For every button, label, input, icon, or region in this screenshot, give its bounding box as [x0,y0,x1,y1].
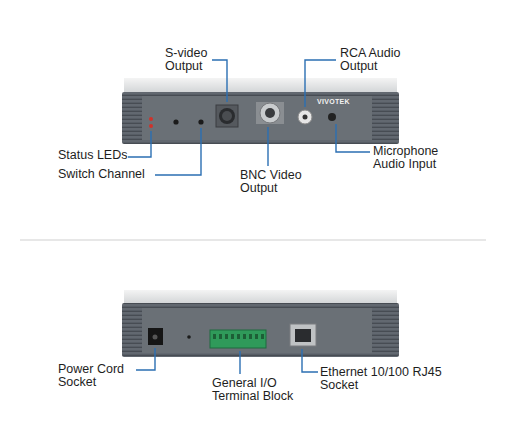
power-pin [153,335,158,340]
channel-button [173,119,178,124]
svideo-socket [219,108,235,124]
callout-label: Switch Channel [58,168,154,181]
callout-label: Status LEDs [58,149,128,162]
bnc-base [256,102,284,124]
callout-label: Power Cord Socket [58,363,134,389]
rear-panel-device [122,290,399,357]
leader-line [302,349,318,372]
power-socket [148,328,163,345]
leader-line [212,60,227,102]
channel-button [198,119,203,124]
front-panel-device [122,78,399,144]
callout-label: S-video Output [165,47,227,73]
status-led [149,117,153,121]
bnc-socket [260,103,280,123]
callout-label: Ethernet 10/100 RJ45 Socket [320,366,442,392]
leader-line [155,128,201,175]
callout-label: BNC Video Output [240,169,312,195]
leader-line [267,127,268,166]
callout-label: RCA Audio Output [340,47,430,73]
device-lid [124,78,397,94]
status-led [149,124,153,128]
callout-label: Microphone Audio Input [373,145,453,171]
leader-line [239,351,240,374]
rj45-socket [290,324,316,346]
leader-line [136,348,155,370]
leader-lines [128,60,370,175]
separator-line [20,240,486,241]
leader-line [128,131,151,157]
bnc-core [265,108,275,118]
rj45-opening [295,329,311,342]
leader-lines [136,348,318,374]
brand-logo: VIVOTEK [317,98,367,106]
rear-plate [142,308,372,353]
svideo-frame [216,105,238,127]
front-plate [142,96,372,140]
svideo-inner [222,111,232,121]
device-front [122,92,399,144]
reset-hole [187,335,191,339]
terminal-screws [213,334,264,339]
rca-core [303,115,308,120]
device-lid [124,290,397,305]
rca-socket [298,110,312,124]
terminal-block [210,330,266,348]
mic-socket [328,113,336,121]
device-rear [122,303,399,357]
leader-line [336,124,370,152]
callout-label: General I/O Terminal Block [212,377,312,403]
